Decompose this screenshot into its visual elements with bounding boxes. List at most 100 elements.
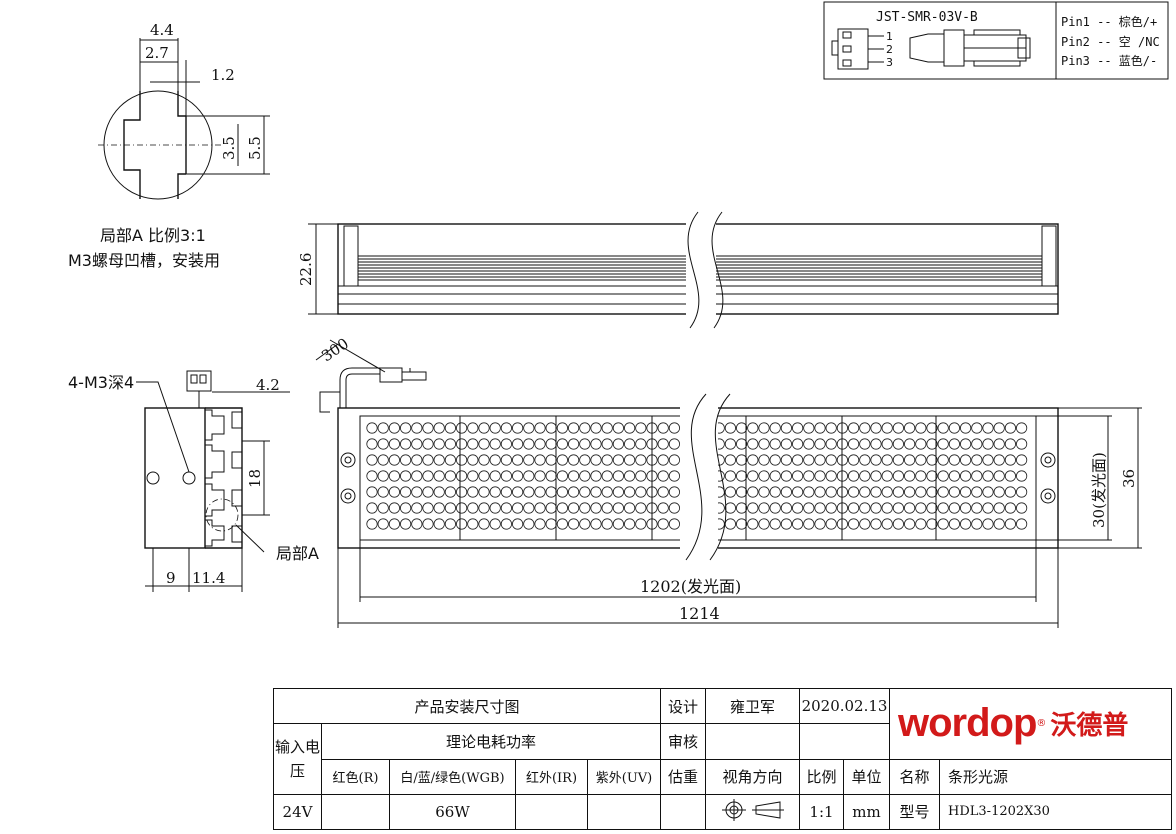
power-value: 66W	[389, 793, 516, 831]
led-element	[500, 486, 512, 498]
model-label: 型号	[889, 793, 941, 831]
led-element	[511, 502, 524, 514]
led-element	[635, 502, 647, 514]
led-element	[892, 518, 905, 530]
led-element	[982, 518, 994, 530]
led-element	[870, 502, 882, 514]
led-element	[545, 518, 557, 530]
led-element	[455, 454, 468, 466]
led-element	[937, 502, 949, 514]
led-element	[422, 470, 434, 482]
led-element	[926, 502, 938, 514]
led-element	[500, 422, 512, 434]
led-element	[915, 438, 927, 450]
led-element	[892, 502, 905, 514]
design-label: 设计	[660, 687, 706, 725]
led-element	[556, 502, 569, 514]
led-element	[758, 454, 770, 466]
name-label: 名称	[889, 758, 941, 795]
led-element	[747, 518, 759, 530]
led-element	[814, 518, 826, 530]
led-element	[523, 470, 535, 482]
led-element	[388, 454, 400, 466]
led-element	[556, 438, 569, 450]
led-element	[635, 486, 647, 498]
dim-total-length: 1214	[679, 604, 720, 623]
led-element	[623, 422, 636, 434]
led-element	[668, 422, 681, 434]
weight-value-cell	[660, 793, 706, 831]
led-element	[523, 422, 535, 434]
led-element	[993, 454, 1005, 466]
dim-3-5: 3.5	[220, 136, 238, 160]
led-element	[937, 518, 949, 530]
led-element	[444, 470, 456, 482]
led-element	[534, 486, 546, 498]
led-element	[534, 470, 546, 482]
led-element	[780, 470, 793, 482]
brand-wordmark: wordop	[898, 700, 1037, 745]
led-element	[915, 454, 927, 466]
led-element	[803, 518, 815, 530]
led-element	[881, 470, 893, 482]
led-element	[635, 518, 647, 530]
led-element	[657, 486, 669, 498]
led-element	[500, 454, 512, 466]
led-element	[847, 454, 860, 466]
led-element	[724, 518, 737, 530]
led-element	[993, 438, 1005, 450]
led-element	[791, 518, 804, 530]
led-element	[590, 422, 602, 434]
led-element	[769, 438, 781, 450]
led-element	[791, 502, 804, 514]
led-element	[825, 486, 837, 498]
led-element	[601, 502, 613, 514]
led-element	[455, 438, 468, 450]
led-element	[478, 454, 490, 466]
pin1-desc: Pin1 -- 棕色/+	[1061, 14, 1157, 29]
led-element	[847, 486, 860, 498]
led-element	[534, 518, 546, 530]
projection-icon	[721, 798, 784, 821]
led-element	[422, 502, 434, 514]
led-element	[545, 454, 557, 466]
led-element	[500, 470, 512, 482]
side-view: 22.6	[297, 211, 1059, 329]
led-element	[590, 518, 602, 530]
led-element	[1015, 422, 1028, 434]
led-element	[847, 438, 860, 450]
led-element	[870, 470, 882, 482]
led-element	[724, 502, 737, 514]
led-element	[545, 502, 557, 514]
led-element	[478, 438, 490, 450]
led-element	[747, 438, 759, 450]
led-element	[948, 438, 961, 450]
led-element	[881, 518, 893, 530]
led-element	[1004, 518, 1017, 530]
led-element	[411, 422, 423, 434]
led-element	[926, 470, 938, 482]
led-element	[791, 470, 804, 482]
led-element	[668, 438, 681, 450]
led-element	[601, 438, 613, 450]
dim-22-6: 22.6	[297, 253, 315, 286]
led-element	[388, 502, 400, 514]
led-element	[735, 470, 748, 482]
led-element	[366, 486, 378, 498]
brand-cell	[889, 688, 1173, 760]
pin-number-2: 2	[886, 43, 893, 56]
dim-4-4: 4.4	[150, 21, 174, 39]
led-element	[758, 438, 770, 450]
led-element	[623, 502, 636, 514]
led-element	[623, 454, 636, 466]
led-element	[982, 470, 994, 482]
led-element	[668, 502, 681, 514]
led-element	[590, 502, 602, 514]
led-element	[825, 518, 837, 530]
led-element	[511, 438, 524, 450]
led-element	[982, 486, 994, 498]
led-element	[668, 518, 681, 530]
led-element	[579, 486, 591, 498]
led-element	[971, 422, 983, 434]
led-element	[959, 486, 972, 498]
